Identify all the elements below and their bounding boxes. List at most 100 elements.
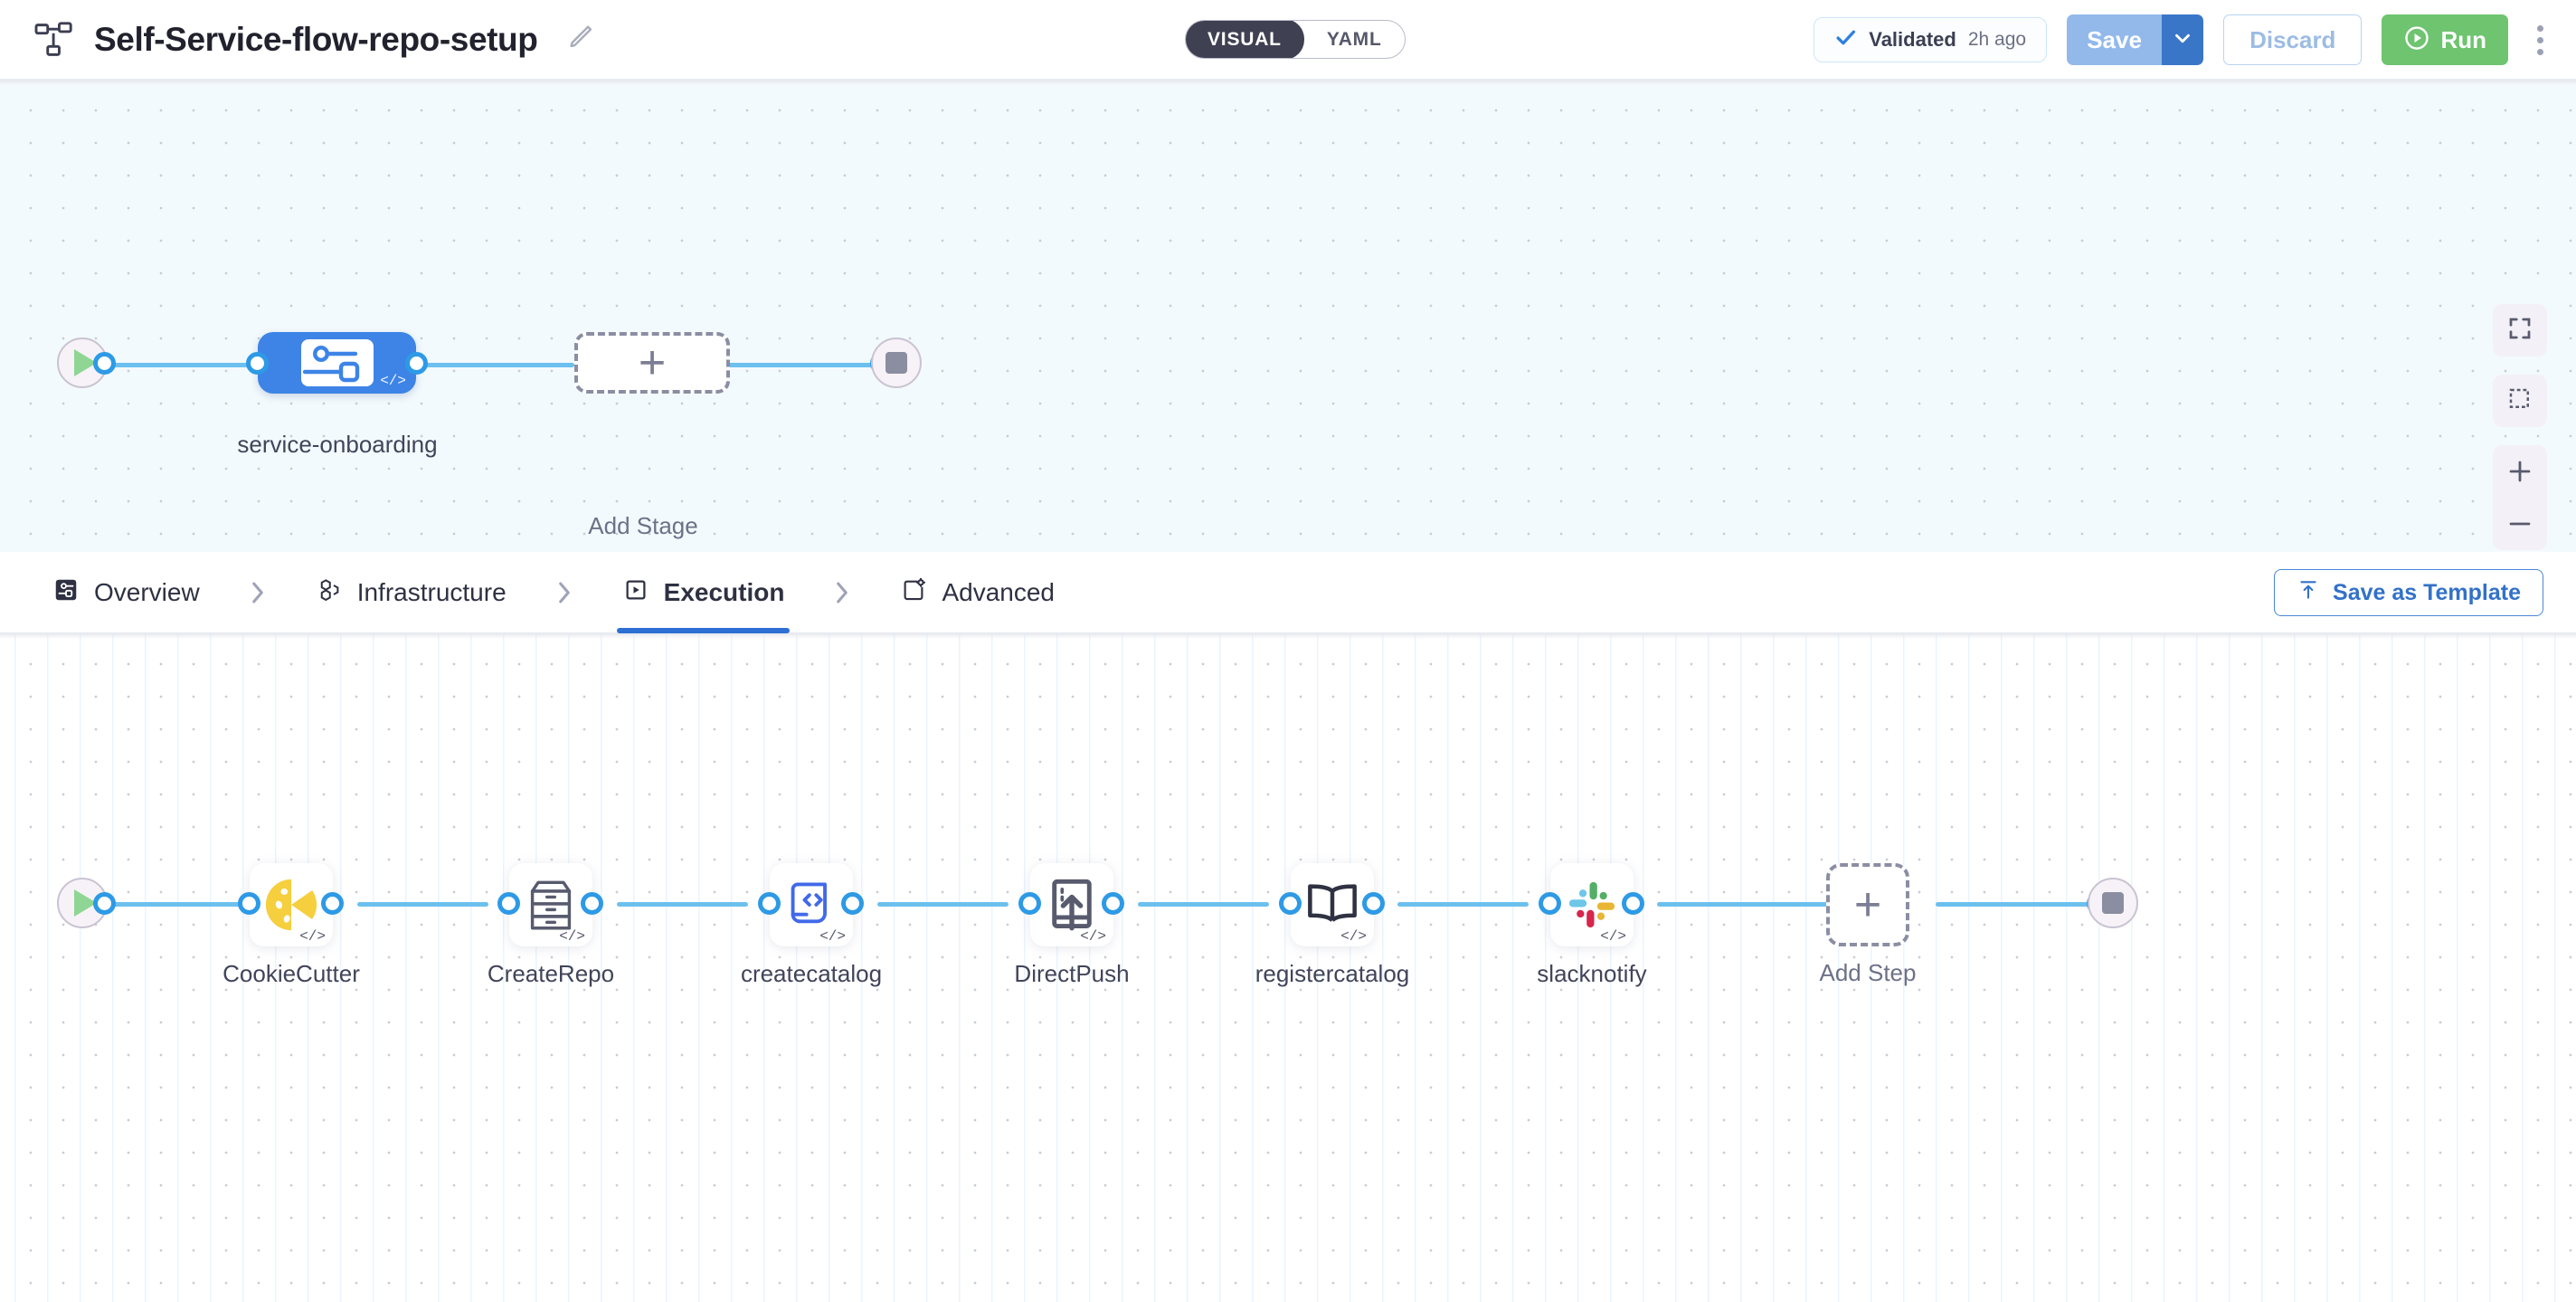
step-port-out-1[interactable] (581, 892, 603, 915)
step-canvas-top-shadow (0, 633, 2576, 639)
step-port-in-2[interactable] (758, 892, 781, 915)
plus-icon: + (1853, 879, 1882, 931)
save-button[interactable]: Save (2067, 14, 2163, 65)
step-start-port[interactable] (93, 892, 116, 915)
stage-edge-start (99, 363, 271, 367)
stage-node-service-onboarding[interactable]: </> (258, 332, 416, 394)
marquee-select-icon (2506, 385, 2533, 417)
header-left-group: Self-Service-flow-repo-setup (0, 21, 597, 59)
play-circle-icon (2403, 24, 2430, 56)
run-label: Run (2440, 25, 2486, 53)
push-upload-icon (1052, 879, 1092, 931)
step-port-out-5[interactable] (1622, 892, 1644, 915)
step-port-out-3[interactable] (1102, 892, 1124, 915)
fit-screen-button[interactable] (2493, 304, 2547, 356)
slack-icon (1568, 881, 1615, 928)
stage-graph-icon (301, 339, 374, 386)
add-step-label: Add Step (1819, 959, 1917, 986)
advanced-icon (900, 576, 927, 608)
step-code-badge: </> (1340, 928, 1367, 945)
step-port-out-0[interactable] (321, 892, 344, 915)
step-node-createcatalog[interactable]: </> (770, 863, 853, 946)
step-code-badge: </> (299, 928, 326, 945)
run-button[interactable]: Run (2382, 14, 2508, 65)
step-port-in-0[interactable] (238, 892, 260, 915)
mode-yaml-button[interactable]: YAML (1326, 29, 1382, 50)
stage-node-port-in[interactable] (246, 352, 269, 375)
save-dropdown-button[interactable] (2162, 14, 2204, 65)
canvas-controls (2493, 304, 2547, 550)
plus-icon (2509, 461, 2531, 482)
upload-template-icon (2297, 578, 2320, 608)
mode-visual-button[interactable]: VISUAL (1185, 21, 1304, 58)
step-node-registercatalog[interactable]: </> (1291, 863, 1374, 946)
validated-timestamp: 2h ago (1967, 29, 2027, 50)
stage-end-node[interactable] (871, 337, 922, 388)
tab-infrastructure[interactable]: Infrastructure (310, 552, 512, 633)
add-stage-button[interactable]: + (574, 332, 730, 394)
step-end-node[interactable] (2088, 878, 2138, 928)
step-code-badge: </> (819, 928, 846, 945)
step-edge-4 (1138, 902, 1269, 907)
chevron-right-icon (831, 577, 853, 608)
edit-pencil-icon[interactable] (557, 22, 597, 57)
zoom-out-button[interactable] (2493, 498, 2547, 550)
add-stage-label: Add Stage (588, 512, 698, 539)
step-label-cookiecutter: CookieCutter (223, 960, 360, 987)
step-port-in-5[interactable] (1539, 892, 1561, 915)
step-label-registercatalog: registercatalog (1255, 960, 1410, 987)
chevron-right-icon (247, 577, 269, 608)
file-cabinet-icon (530, 880, 572, 930)
stage-edge-mid (412, 363, 574, 367)
header-actions: Validated 2h ago Save Discard Run (1814, 0, 2552, 80)
pipeline-nodes-icon (34, 21, 74, 58)
step-edge-5 (1397, 902, 1529, 907)
step-code-badge: </> (1080, 928, 1106, 945)
step-port-in-1[interactable] (497, 892, 520, 915)
step-canvas[interactable]: </> CookieCutter </> CreateRepo </> crea… (0, 633, 2576, 1302)
mode-toggle[interactable]: VISUAL YAML (1185, 20, 1406, 59)
step-node-createrepo[interactable]: </> (509, 863, 592, 946)
stage-canvas-top-shadow (0, 80, 2576, 85)
stage-start-port[interactable] (93, 352, 116, 375)
page-title: Self-Service-flow-repo-setup (94, 20, 538, 58)
fit-screen-icon (2506, 315, 2533, 347)
tab-overview[interactable]: Overview (47, 552, 205, 633)
step-port-out-4[interactable] (1362, 892, 1385, 915)
step-edge-2 (617, 902, 748, 907)
tab-execution-label: Execution (663, 577, 785, 606)
add-step-button[interactable]: + (1826, 863, 1909, 946)
step-node-directpush[interactable]: </> (1030, 863, 1113, 946)
check-icon (1834, 26, 1857, 53)
discard-button[interactable]: Discard (2223, 14, 2363, 65)
app-header: Self-Service-flow-repo-setup VISUAL YAML… (0, 0, 2576, 80)
stage-code-badge: </> (380, 373, 406, 389)
step-code-badge: </> (559, 928, 585, 945)
step-edge-1 (357, 902, 488, 907)
step-port-in-3[interactable] (1018, 892, 1041, 915)
zoom-in-button[interactable] (2493, 445, 2547, 498)
tab-execution[interactable]: Execution (616, 552, 791, 633)
save-button-group[interactable]: Save (2067, 14, 2204, 65)
stage-node-port-out[interactable] (405, 352, 428, 375)
overview-icon (52, 576, 80, 608)
tab-advanced-label: Advanced (942, 577, 1056, 606)
step-edge-7 (1936, 902, 2100, 907)
step-port-in-4[interactable] (1279, 892, 1302, 915)
step-node-slacknotify[interactable]: </> (1550, 863, 1634, 946)
marquee-select-button[interactable] (2493, 375, 2547, 427)
execution-icon (622, 576, 649, 608)
validated-label: Validated (1869, 28, 1956, 51)
status-badge: Validated 2h ago (1814, 17, 2048, 62)
zoom-controls (2493, 445, 2547, 550)
tab-advanced[interactable]: Advanced (895, 552, 1060, 633)
step-node-cookiecutter[interactable]: </> (250, 863, 333, 946)
save-as-template-label: Save as Template (2333, 579, 2521, 605)
tab-overview-label: Overview (94, 577, 200, 606)
stage-canvas[interactable]: </> service-onboarding + Add Stage (0, 80, 2576, 552)
kebab-menu-icon[interactable] (2528, 24, 2552, 55)
step-port-out-2[interactable] (841, 892, 864, 915)
save-as-template-button[interactable]: Save as Template (2274, 569, 2543, 616)
play-icon (73, 349, 97, 376)
chevron-right-icon (554, 577, 575, 608)
